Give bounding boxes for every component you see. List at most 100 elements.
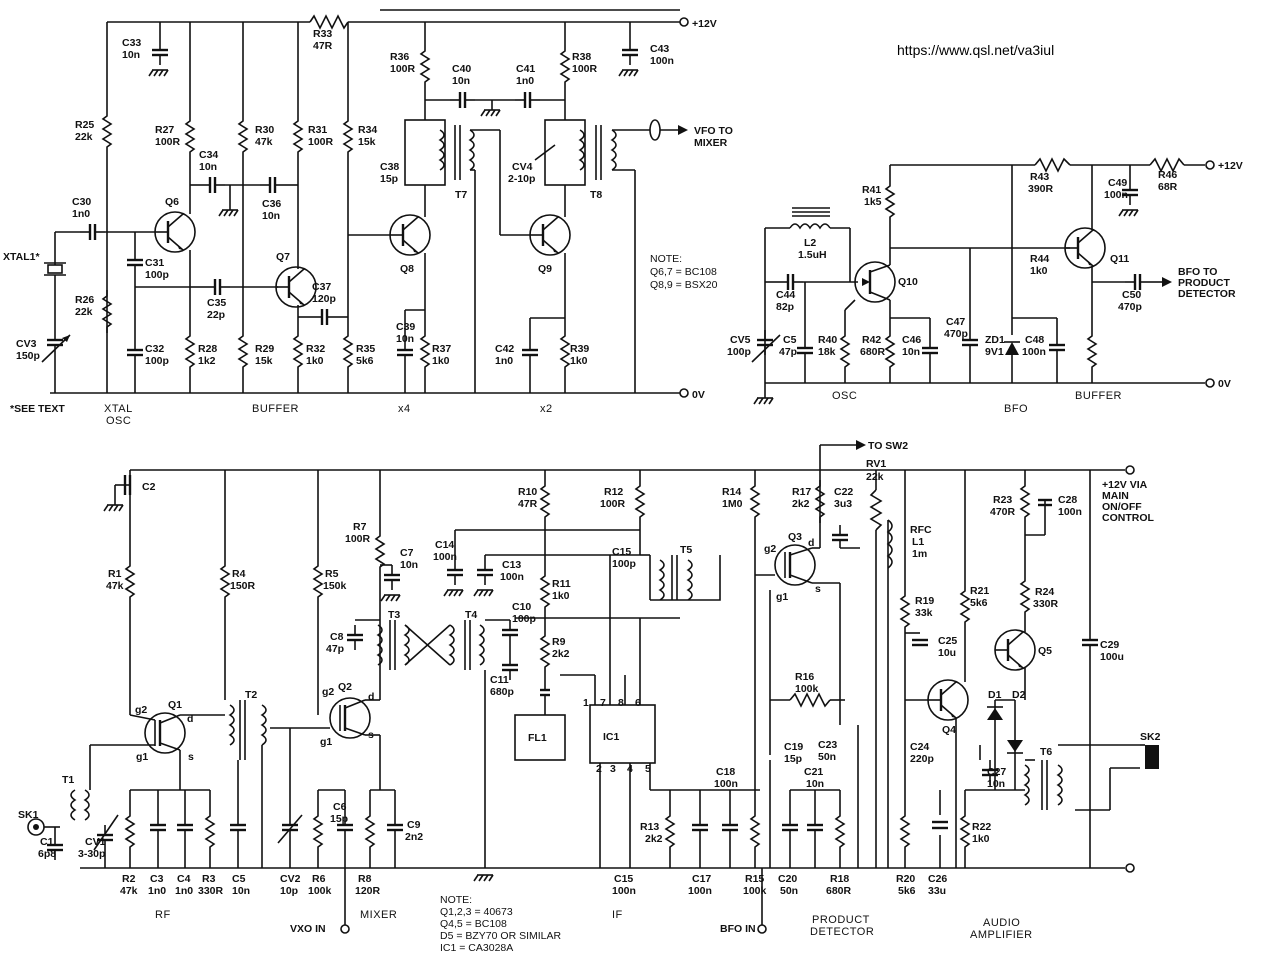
svg-text:FL1: FL1 <box>528 732 547 744</box>
svg-text:d: d <box>187 713 193 725</box>
svg-text:C36: C36 <box>262 198 281 210</box>
svg-text:680R: 680R <box>860 346 886 358</box>
svg-text:100p: 100p <box>145 269 169 281</box>
svg-text:NOTE:: NOTE: <box>440 894 472 906</box>
svg-text:100n: 100n <box>1058 506 1082 518</box>
svg-text:MAIN: MAIN <box>1102 490 1129 502</box>
svg-text:10n: 10n <box>262 210 280 222</box>
svg-text:D5 = BZY70 OR SIMILAR: D5 = BZY70 OR SIMILAR <box>440 930 562 942</box>
svg-text:68R: 68R <box>1158 181 1178 193</box>
svg-text:100R: 100R <box>390 63 416 75</box>
svg-text:1: 1 <box>583 697 589 709</box>
svg-text:7: 7 <box>600 697 606 709</box>
svg-text:220p: 220p <box>910 753 934 765</box>
svg-text:10p: 10p <box>280 885 298 897</box>
svg-text:RV1: RV1 <box>866 458 886 470</box>
svg-text:R40: R40 <box>818 334 837 346</box>
svg-text:1k0: 1k0 <box>306 355 324 367</box>
svg-text:IC1 = CA3028A: IC1 = CA3028A <box>440 942 513 954</box>
svg-text:T5: T5 <box>680 544 692 556</box>
svg-text:10n: 10n <box>122 49 140 61</box>
svg-text:ZD1: ZD1 <box>985 334 1005 346</box>
svg-text:R4: R4 <box>232 568 246 580</box>
svg-text:NOTE:: NOTE: <box>650 253 682 265</box>
svg-text:R33: R33 <box>313 28 332 40</box>
svg-text:C3: C3 <box>150 873 164 885</box>
svg-text:Q6,7 = BC108: Q6,7 = BC108 <box>650 266 717 278</box>
svg-text:3: 3 <box>610 763 616 775</box>
svg-text:BFO IN: BFO IN <box>720 923 756 935</box>
svg-text:1M0: 1M0 <box>722 498 743 510</box>
svg-text:Q8: Q8 <box>400 263 414 275</box>
svg-text:1k5: 1k5 <box>864 196 882 208</box>
svg-text:+12V VIA: +12V VIA <box>1102 479 1148 491</box>
svg-text:1k2: 1k2 <box>198 355 216 367</box>
svg-text:R21: R21 <box>970 585 989 597</box>
svg-text:d: d <box>368 691 374 703</box>
svg-text:MIXER: MIXER <box>694 137 728 149</box>
svg-text:PRODUCT: PRODUCT <box>812 914 870 926</box>
svg-text:Q1,2,3 = 40673: Q1,2,3 = 40673 <box>440 906 513 918</box>
svg-text:R29: R29 <box>255 343 274 355</box>
svg-text:10n: 10n <box>199 161 217 173</box>
svg-text:R10: R10 <box>518 486 537 498</box>
svg-text:2k2: 2k2 <box>645 833 663 845</box>
svg-text:R44: R44 <box>1030 253 1049 265</box>
svg-text:47R: 47R <box>313 40 333 52</box>
svg-text:VXO IN: VXO IN <box>290 923 326 935</box>
svg-text:T6: T6 <box>1040 746 1052 758</box>
svg-text:1n0: 1n0 <box>175 885 193 897</box>
svg-text:+12V: +12V <box>1218 160 1243 172</box>
svg-text:100n: 100n <box>433 551 457 563</box>
svg-text:100R: 100R <box>600 498 626 510</box>
svg-text:C14: C14 <box>435 539 454 551</box>
svg-text:50n: 50n <box>818 751 836 763</box>
svg-text:R3: R3 <box>202 873 216 885</box>
svg-text:g2: g2 <box>135 704 147 716</box>
svg-text:22k: 22k <box>75 131 93 143</box>
svg-text:33u: 33u <box>928 885 946 897</box>
svg-text:470p: 470p <box>944 328 968 340</box>
svg-text:10n: 10n <box>806 778 824 790</box>
svg-text:C2: C2 <box>142 481 156 493</box>
svg-text:1.5uH: 1.5uH <box>798 249 827 261</box>
svg-text:g1: g1 <box>320 736 332 748</box>
svg-text:2k2: 2k2 <box>792 498 810 510</box>
svg-text:C4: C4 <box>177 873 191 885</box>
svg-text:SK2: SK2 <box>1140 731 1161 743</box>
svg-text:100n: 100n <box>650 55 674 67</box>
svg-text:120p: 120p <box>312 293 336 305</box>
svg-text:XTAL: XTAL <box>104 403 133 415</box>
svg-text:g1: g1 <box>776 591 788 603</box>
svg-text:C43: C43 <box>650 43 669 55</box>
svg-text:RF: RF <box>155 909 171 921</box>
svg-text:BFO: BFO <box>1004 403 1028 415</box>
svg-text:C19: C19 <box>784 741 803 753</box>
svg-text:C13: C13 <box>502 559 521 571</box>
svg-text:PRODUCT: PRODUCT <box>1178 277 1231 289</box>
svg-text:2: 2 <box>596 763 602 775</box>
see-text-note: *SEE TEXT <box>10 403 65 415</box>
svg-text:R15: R15 <box>745 873 764 885</box>
svg-text:SK1: SK1 <box>18 809 39 821</box>
svg-text:T3: T3 <box>388 609 400 621</box>
svg-text:6: 6 <box>635 697 641 709</box>
svg-text:330R: 330R <box>1033 598 1059 610</box>
svg-text:1n0: 1n0 <box>516 75 534 87</box>
svg-text:CV1: CV1 <box>85 836 106 848</box>
svg-text:10n: 10n <box>987 778 1005 790</box>
svg-text:10n: 10n <box>396 333 414 345</box>
svg-text:T4: T4 <box>465 609 477 621</box>
svg-text:47k: 47k <box>120 885 138 897</box>
svg-text:BFO TO: BFO TO <box>1178 266 1217 278</box>
svg-text:15p: 15p <box>380 173 398 185</box>
svg-text:g1: g1 <box>136 751 148 763</box>
svg-text:R34: R34 <box>358 124 377 136</box>
svg-text:C9: C9 <box>407 819 421 831</box>
svg-text:2-10p: 2-10p <box>508 173 535 185</box>
svg-text:R32: R32 <box>306 343 325 355</box>
svg-text:Q1: Q1 <box>168 699 182 711</box>
svg-text:R5: R5 <box>325 568 339 580</box>
svg-text:RFC: RFC <box>910 524 932 536</box>
svg-text:C29: C29 <box>1100 639 1119 651</box>
